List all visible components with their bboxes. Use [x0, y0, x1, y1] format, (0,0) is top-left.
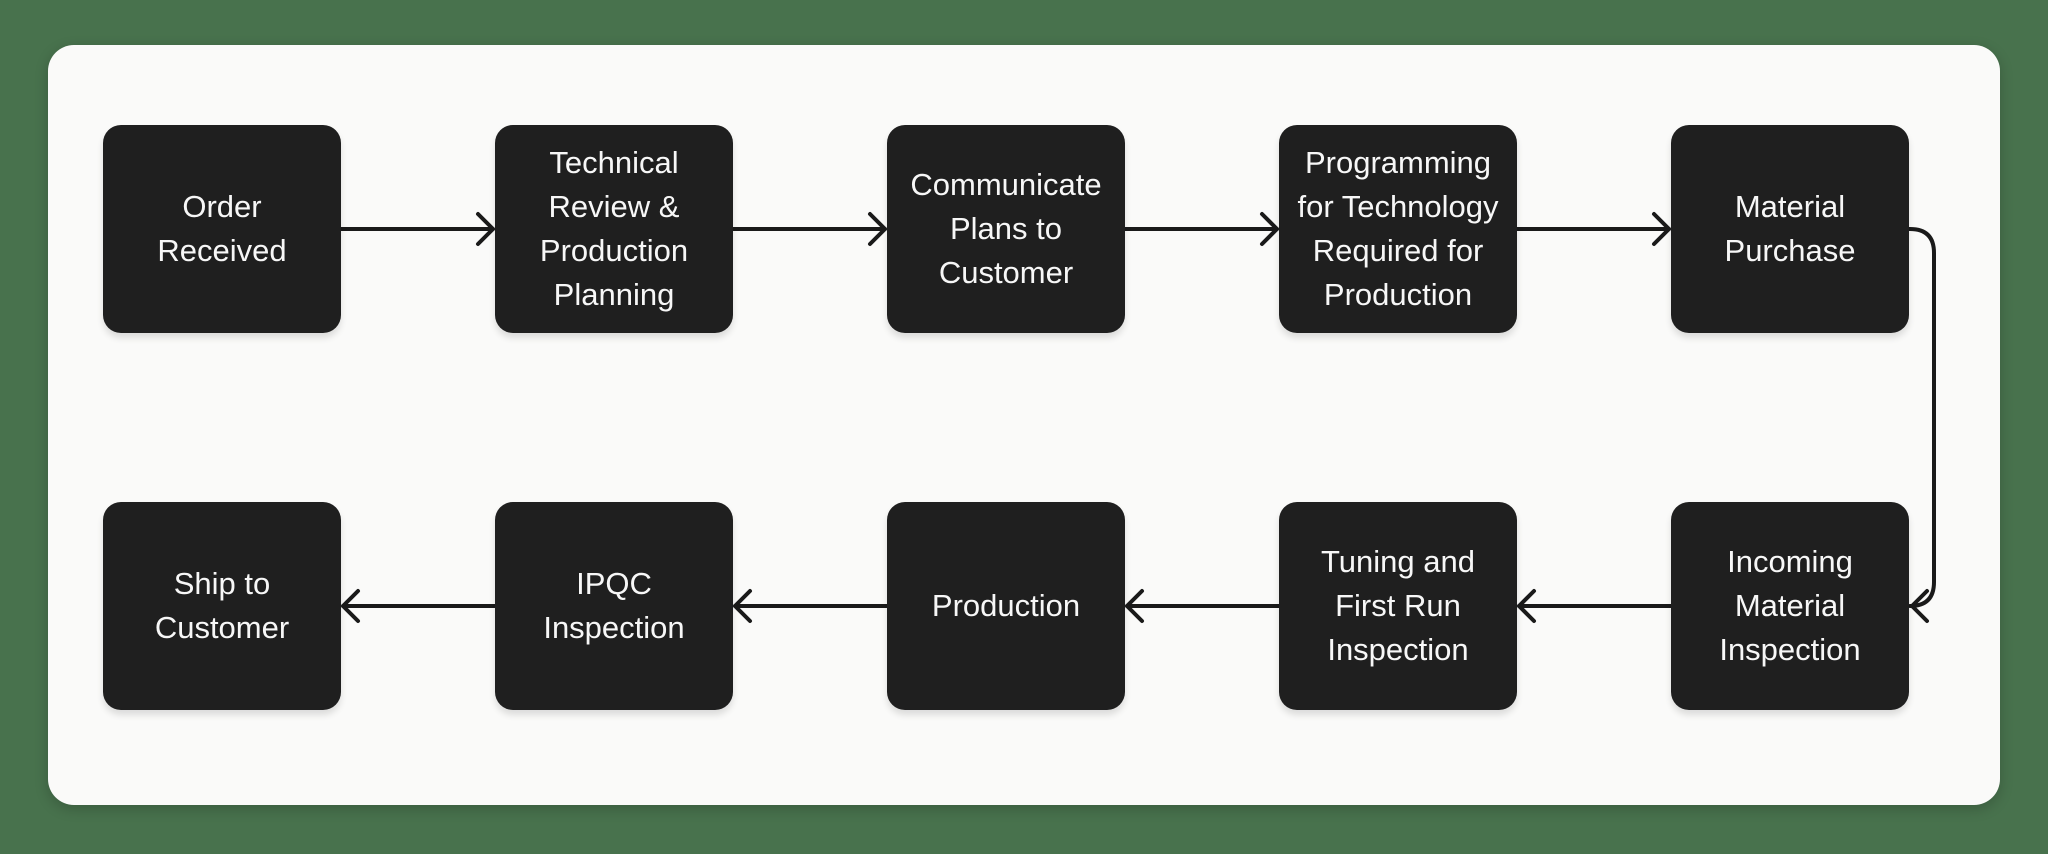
arrow-production-to-ipqc	[733, 589, 889, 623]
arrow-technical-to-communicate	[731, 212, 887, 246]
node-material-purchase: Material Purchase	[1671, 125, 1909, 333]
arrow-ipqc-to-ship	[341, 589, 497, 623]
arrow-incoming-to-tuning	[1517, 589, 1673, 623]
arrow-communicate-to-programming	[1123, 212, 1279, 246]
node-communicate-plans-to-customer: Communicate Plans to Customer	[887, 125, 1125, 333]
node-ship-to-customer: Ship to Customer	[103, 502, 341, 710]
arrow-programming-to-material	[1515, 212, 1671, 246]
connector-material-to-incoming	[1907, 227, 1936, 623]
arrow-order-to-technical	[339, 212, 495, 246]
node-incoming-material-inspection: Incoming Material Inspection	[1671, 502, 1909, 710]
node-technical-review-production-planning: Technical Review & Production Planning	[495, 125, 733, 333]
node-production: Production	[887, 502, 1125, 710]
node-order-received: Order Received	[103, 125, 341, 333]
arrow-tuning-to-production	[1125, 589, 1281, 623]
node-tuning-first-run-inspection: Tuning and First Run Inspection	[1279, 502, 1517, 710]
node-programming-for-technology: Programming for Technology Required for …	[1279, 125, 1517, 333]
diagram-card: Order Received Technical Review & Produc…	[48, 45, 2000, 805]
node-ipqc-inspection: IPQC Inspection	[495, 502, 733, 710]
